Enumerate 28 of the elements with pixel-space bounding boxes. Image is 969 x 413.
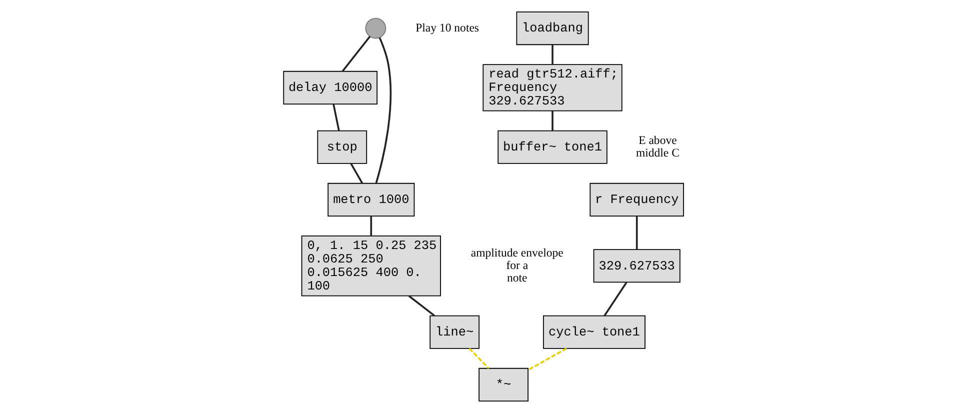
connector <box>636 216 638 250</box>
connector <box>350 163 364 184</box>
connector <box>375 37 392 184</box>
connector <box>370 216 372 236</box>
node-box: stop <box>317 130 368 164</box>
node-box: metro 1000 <box>328 182 415 216</box>
connector <box>604 282 628 316</box>
node-label: amplitude envelope for a note <box>470 246 564 285</box>
connector <box>332 104 340 131</box>
node-box: r Frequency <box>590 182 684 216</box>
node-box: 0, 1. 15 0.25 235 0.0625 250 0.015625 400 0. 100 <box>301 236 441 296</box>
connector <box>528 348 567 371</box>
node-box: buffer~ tone1 <box>498 130 608 164</box>
node-box: 329.627533 <box>593 249 680 283</box>
connector <box>342 36 371 72</box>
node-box: *~ <box>478 368 528 402</box>
connector <box>408 295 436 316</box>
connector <box>552 44 554 64</box>
node-box: read gtr512.aiff; Frequency 329.627533 <box>482 64 622 112</box>
node-box: cycle~ tone1 <box>543 315 646 349</box>
node-box: line~ <box>430 315 480 349</box>
node-box: delay 10000 <box>283 70 378 104</box>
node-box: loadbang <box>516 12 589 46</box>
connector <box>468 348 490 369</box>
node-label: Play 10 notes <box>416 21 480 34</box>
node-label: E above middle C <box>636 134 680 160</box>
connector <box>552 111 554 131</box>
node-circle <box>365 18 386 39</box>
